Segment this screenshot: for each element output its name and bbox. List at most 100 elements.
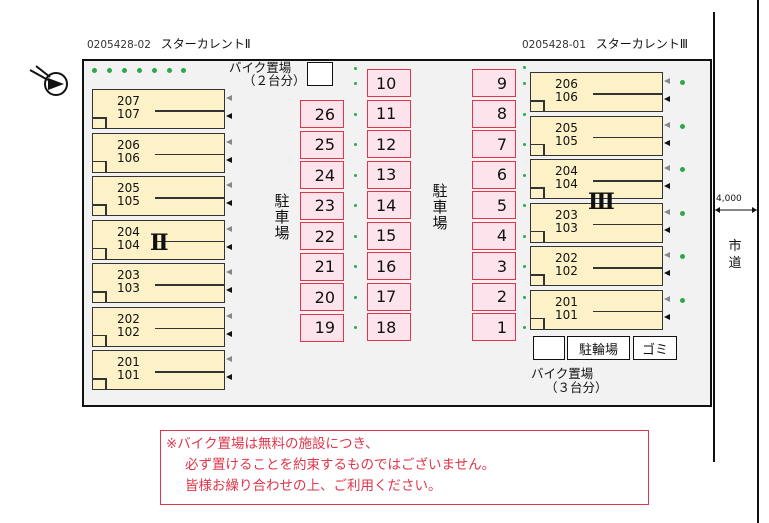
hedge-dot <box>523 295 526 299</box>
hedge-dot <box>354 143 357 146</box>
parking-space: 5 <box>472 191 516 219</box>
parking-space: 3 <box>472 252 516 280</box>
notice-box: ※バイク置場は無料の施設につき、 必ず置けることを約束するものではございません。… <box>160 430 649 505</box>
hedge-dot <box>92 68 97 73</box>
hedge-dot <box>137 68 142 73</box>
hedge-dot <box>354 295 357 299</box>
entrance-arrow-icon <box>664 183 670 189</box>
parking-space: 6 <box>472 160 516 189</box>
notice-line-1: ※バイク置場は無料の施設につき、 <box>166 436 379 452</box>
garbage-area-label: ゴミ <box>641 342 668 358</box>
parking-space: 2 <box>472 282 516 311</box>
building-ii-header: 0205428-02 スターカレントⅡ <box>87 35 251 52</box>
unit-lower-number: 101 <box>117 368 140 382</box>
entrance-arrow-icon <box>664 121 670 128</box>
entrance-arrow-icon <box>226 138 232 145</box>
hedge-dot <box>181 68 186 73</box>
entrance-arrow-icon <box>226 312 232 319</box>
hedge-dot <box>152 68 157 73</box>
entrance-arrow-icon <box>226 95 232 101</box>
parking-space: 18 <box>367 313 411 341</box>
bike-parking-top-box <box>307 62 333 86</box>
entrance-arrow-icon <box>226 243 232 250</box>
hedge-dot <box>167 68 172 73</box>
entrance-arrow-icon <box>226 113 232 119</box>
entrance-arrow-icon <box>664 165 670 171</box>
parking-space: 10 <box>367 69 411 97</box>
hedge-dot <box>523 112 526 116</box>
entrance-arrow-icon <box>664 252 670 258</box>
hedge-dot <box>523 204 526 207</box>
entrance-arrow-icon <box>664 208 670 215</box>
hedge-dot <box>354 173 357 177</box>
entrance-arrow-icon <box>226 374 232 380</box>
parking-space: 8 <box>472 99 516 128</box>
parking-label-right: 駐車場 <box>432 182 448 232</box>
building-iii-name: スターカレントⅢ <box>595 37 689 51</box>
hedge-dot <box>354 265 357 268</box>
hedge-dot <box>354 67 357 70</box>
parking-space: 24 <box>300 161 344 189</box>
entrance-arrow-icon <box>226 356 232 362</box>
entrance-arrow-icon <box>664 313 670 320</box>
unit-upper-number: 206 <box>555 77 578 91</box>
entrance-arrow-icon <box>226 269 232 275</box>
entrance-arrow-icon <box>664 139 670 146</box>
parking-space: 19 <box>300 313 344 342</box>
unit-lower-number: 104 <box>555 177 578 191</box>
parking-space: 21 <box>300 252 344 281</box>
road-edge-left <box>713 12 715 462</box>
parking-space: 25 <box>300 130 344 159</box>
entrance-arrow-icon <box>226 182 232 188</box>
unit-lower-number: 105 <box>555 133 578 148</box>
bicycle-parking: 駐輪場 <box>567 336 630 360</box>
parking-space: 1 <box>472 313 516 341</box>
hedge-dot <box>122 68 127 73</box>
parking-space: 12 <box>367 130 411 158</box>
unit-upper-number: 206 <box>117 137 140 152</box>
entrance-arrow-icon <box>226 200 232 206</box>
hedge-dot <box>523 82 526 85</box>
bike-parking-bottom-title: バイク置場 <box>531 366 594 381</box>
unit-upper-number: 205 <box>555 120 578 135</box>
bicycle-parking-label: 駐輪場 <box>578 342 618 358</box>
building-ii-label: Ⅱ <box>150 230 169 256</box>
unit-upper-number: 202 <box>555 251 578 265</box>
unit-upper-number: 204 <box>117 224 140 239</box>
hedge-dot <box>680 167 685 172</box>
entrance-arrow-icon <box>664 96 670 102</box>
parking-space: 13 <box>367 160 411 189</box>
entrance-arrow-icon <box>226 225 232 232</box>
hedge-dot <box>523 326 526 329</box>
hedge-dot <box>523 234 526 238</box>
hedge-dot <box>523 143 526 146</box>
bike-parking-top-capacity: （２台分） <box>243 73 306 88</box>
parking-space: 22 <box>300 222 344 250</box>
entrance-arrow-icon <box>664 78 670 84</box>
parking-space: 4 <box>472 221 516 250</box>
bike-parking-bottom-capacity: （３台分） <box>545 380 608 395</box>
bike-parking-top-label: バイク置場 （２台分） <box>229 61 306 87</box>
unit-lower-number: 102 <box>117 324 140 339</box>
unit-lower-number: 102 <box>555 264 578 278</box>
entrance-arrow-icon <box>664 226 670 233</box>
bike-parking-bottom-box <box>533 336 565 360</box>
bike-parking-top-title: バイク置場 <box>229 60 292 75</box>
unit-lower-number: 103 <box>555 220 578 235</box>
north-arrow-icon <box>29 65 68 96</box>
unit-upper-number: 203 <box>555 207 578 222</box>
